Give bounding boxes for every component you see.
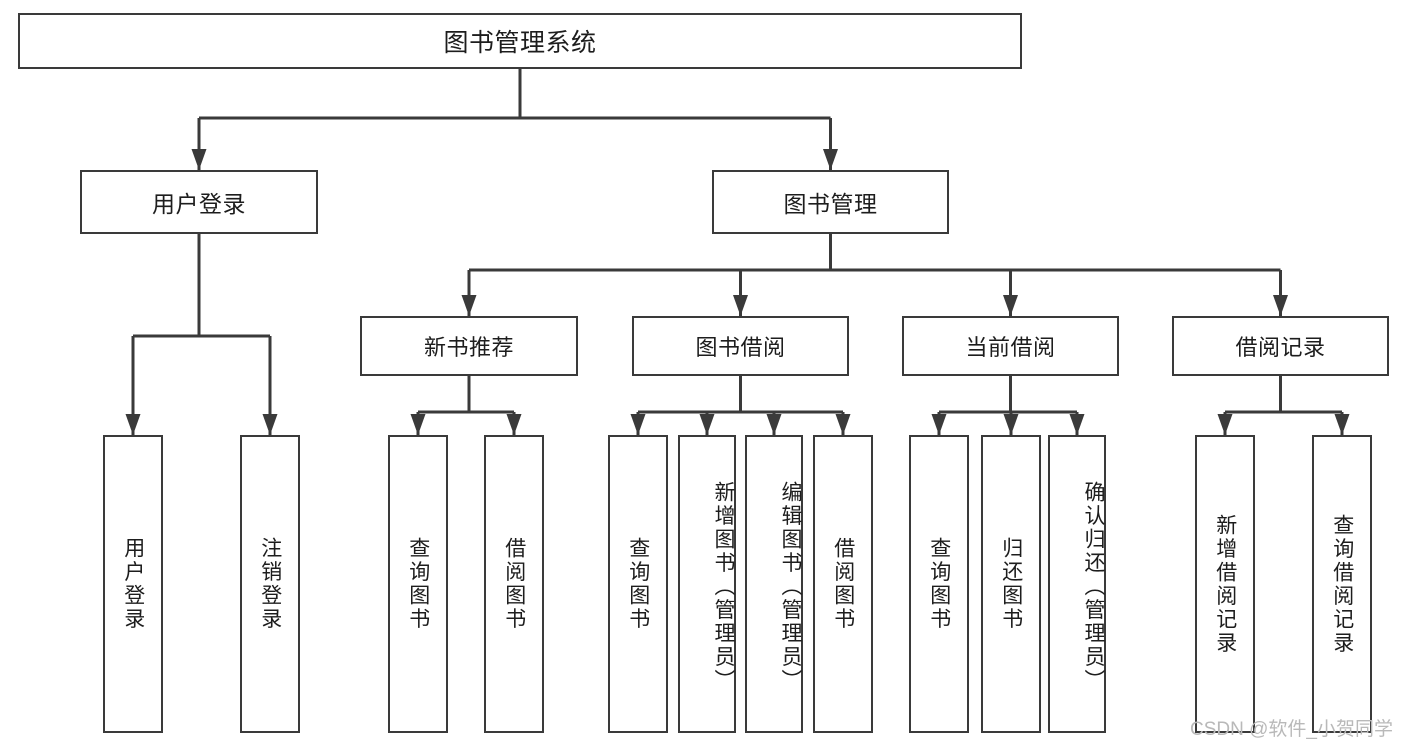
node-label: 用户登录: [152, 191, 246, 217]
connector-arrowhead: [1069, 414, 1085, 435]
connector-arrowhead: [931, 414, 947, 435]
node-leaf-bb-query: 查询图书: [608, 435, 668, 733]
connector-arrowhead: [1003, 295, 1018, 316]
node-leaf-bb-borrow: 借阅图书: [813, 435, 873, 733]
node-label: 注销登录: [258, 537, 282, 631]
connector-arrowhead: [835, 414, 851, 435]
connector-arrowhead: [461, 295, 477, 316]
node-label: 查询图书: [927, 537, 951, 631]
node-leaf-br-query: 查询借阅记录: [1312, 435, 1372, 733]
node-book-borrow: 图书借阅: [632, 316, 849, 376]
node-label: 图书管理系统: [443, 29, 597, 57]
node-leaf-bb-edit: 编辑图书（管理员）: [745, 435, 803, 733]
watermark-text: CSDN @软件_小贺同学: [1190, 719, 1393, 740]
node-label: 用户登录: [121, 537, 145, 631]
connector-arrowhead: [1273, 295, 1288, 316]
node-leaf-br-add: 新增借阅记录: [1195, 435, 1255, 733]
node-label: 新书推荐: [423, 335, 514, 360]
node-label: 当前借阅: [965, 335, 1056, 360]
connector-arrowhead: [262, 414, 278, 435]
connector-arrowhead: [125, 414, 141, 435]
node-leaf-rec-query: 查询图书: [388, 435, 448, 733]
connector-arrowhead: [1334, 414, 1350, 435]
node-label: 图书借阅: [695, 335, 786, 360]
connector-arrowhead: [766, 414, 782, 435]
node-leaf-bb-add: 新增图书（管理员）: [678, 435, 736, 733]
node-label: 查询图书: [406, 537, 430, 631]
node-label: 借阅记录: [1235, 335, 1326, 360]
node-leaf-logout: 注销登录: [240, 435, 300, 733]
node-label: 借阅图书: [831, 537, 855, 631]
node-new-book-rec: 新书推荐: [360, 316, 578, 376]
node-label: 归还图书: [999, 537, 1023, 631]
connector-arrowhead: [1003, 414, 1019, 435]
connector-arrowhead: [410, 414, 426, 435]
connector-arrowhead: [823, 149, 838, 170]
node-label: 确认归还（管理员）: [1082, 481, 1105, 693]
node-leaf-cb-return: 归还图书: [981, 435, 1041, 733]
node-root: 图书管理系统: [18, 13, 1022, 69]
node-label: 新增图书（管理员）: [712, 481, 735, 693]
node-label: 查询借阅记录: [1330, 513, 1354, 655]
node-label: 新增借阅记录: [1213, 513, 1237, 655]
node-leaf-cb-confirm: 确认归还（管理员）: [1048, 435, 1106, 733]
node-label: 图书管理: [783, 191, 878, 217]
node-label: 查询图书: [626, 537, 650, 631]
node-leaf-user-login: 用户登录: [103, 435, 163, 733]
connector-arrowhead: [191, 149, 207, 170]
node-user-login: 用户登录: [80, 170, 318, 234]
connector-arrowhead: [506, 414, 522, 435]
node-label: 借阅图书: [502, 537, 526, 631]
node-leaf-cb-query: 查询图书: [909, 435, 969, 733]
node-book-mgmt: 图书管理: [712, 170, 949, 234]
node-leaf-rec-borrow: 借阅图书: [484, 435, 544, 733]
node-borrow-record: 借阅记录: [1172, 316, 1389, 376]
connector-arrowhead: [699, 414, 715, 435]
connector-arrowhead: [630, 414, 646, 435]
node-label: 编辑图书（管理员）: [779, 481, 802, 693]
node-current-borrow: 当前借阅: [902, 316, 1119, 376]
connector-arrowhead: [1217, 414, 1233, 435]
connector-arrowhead: [733, 295, 748, 316]
